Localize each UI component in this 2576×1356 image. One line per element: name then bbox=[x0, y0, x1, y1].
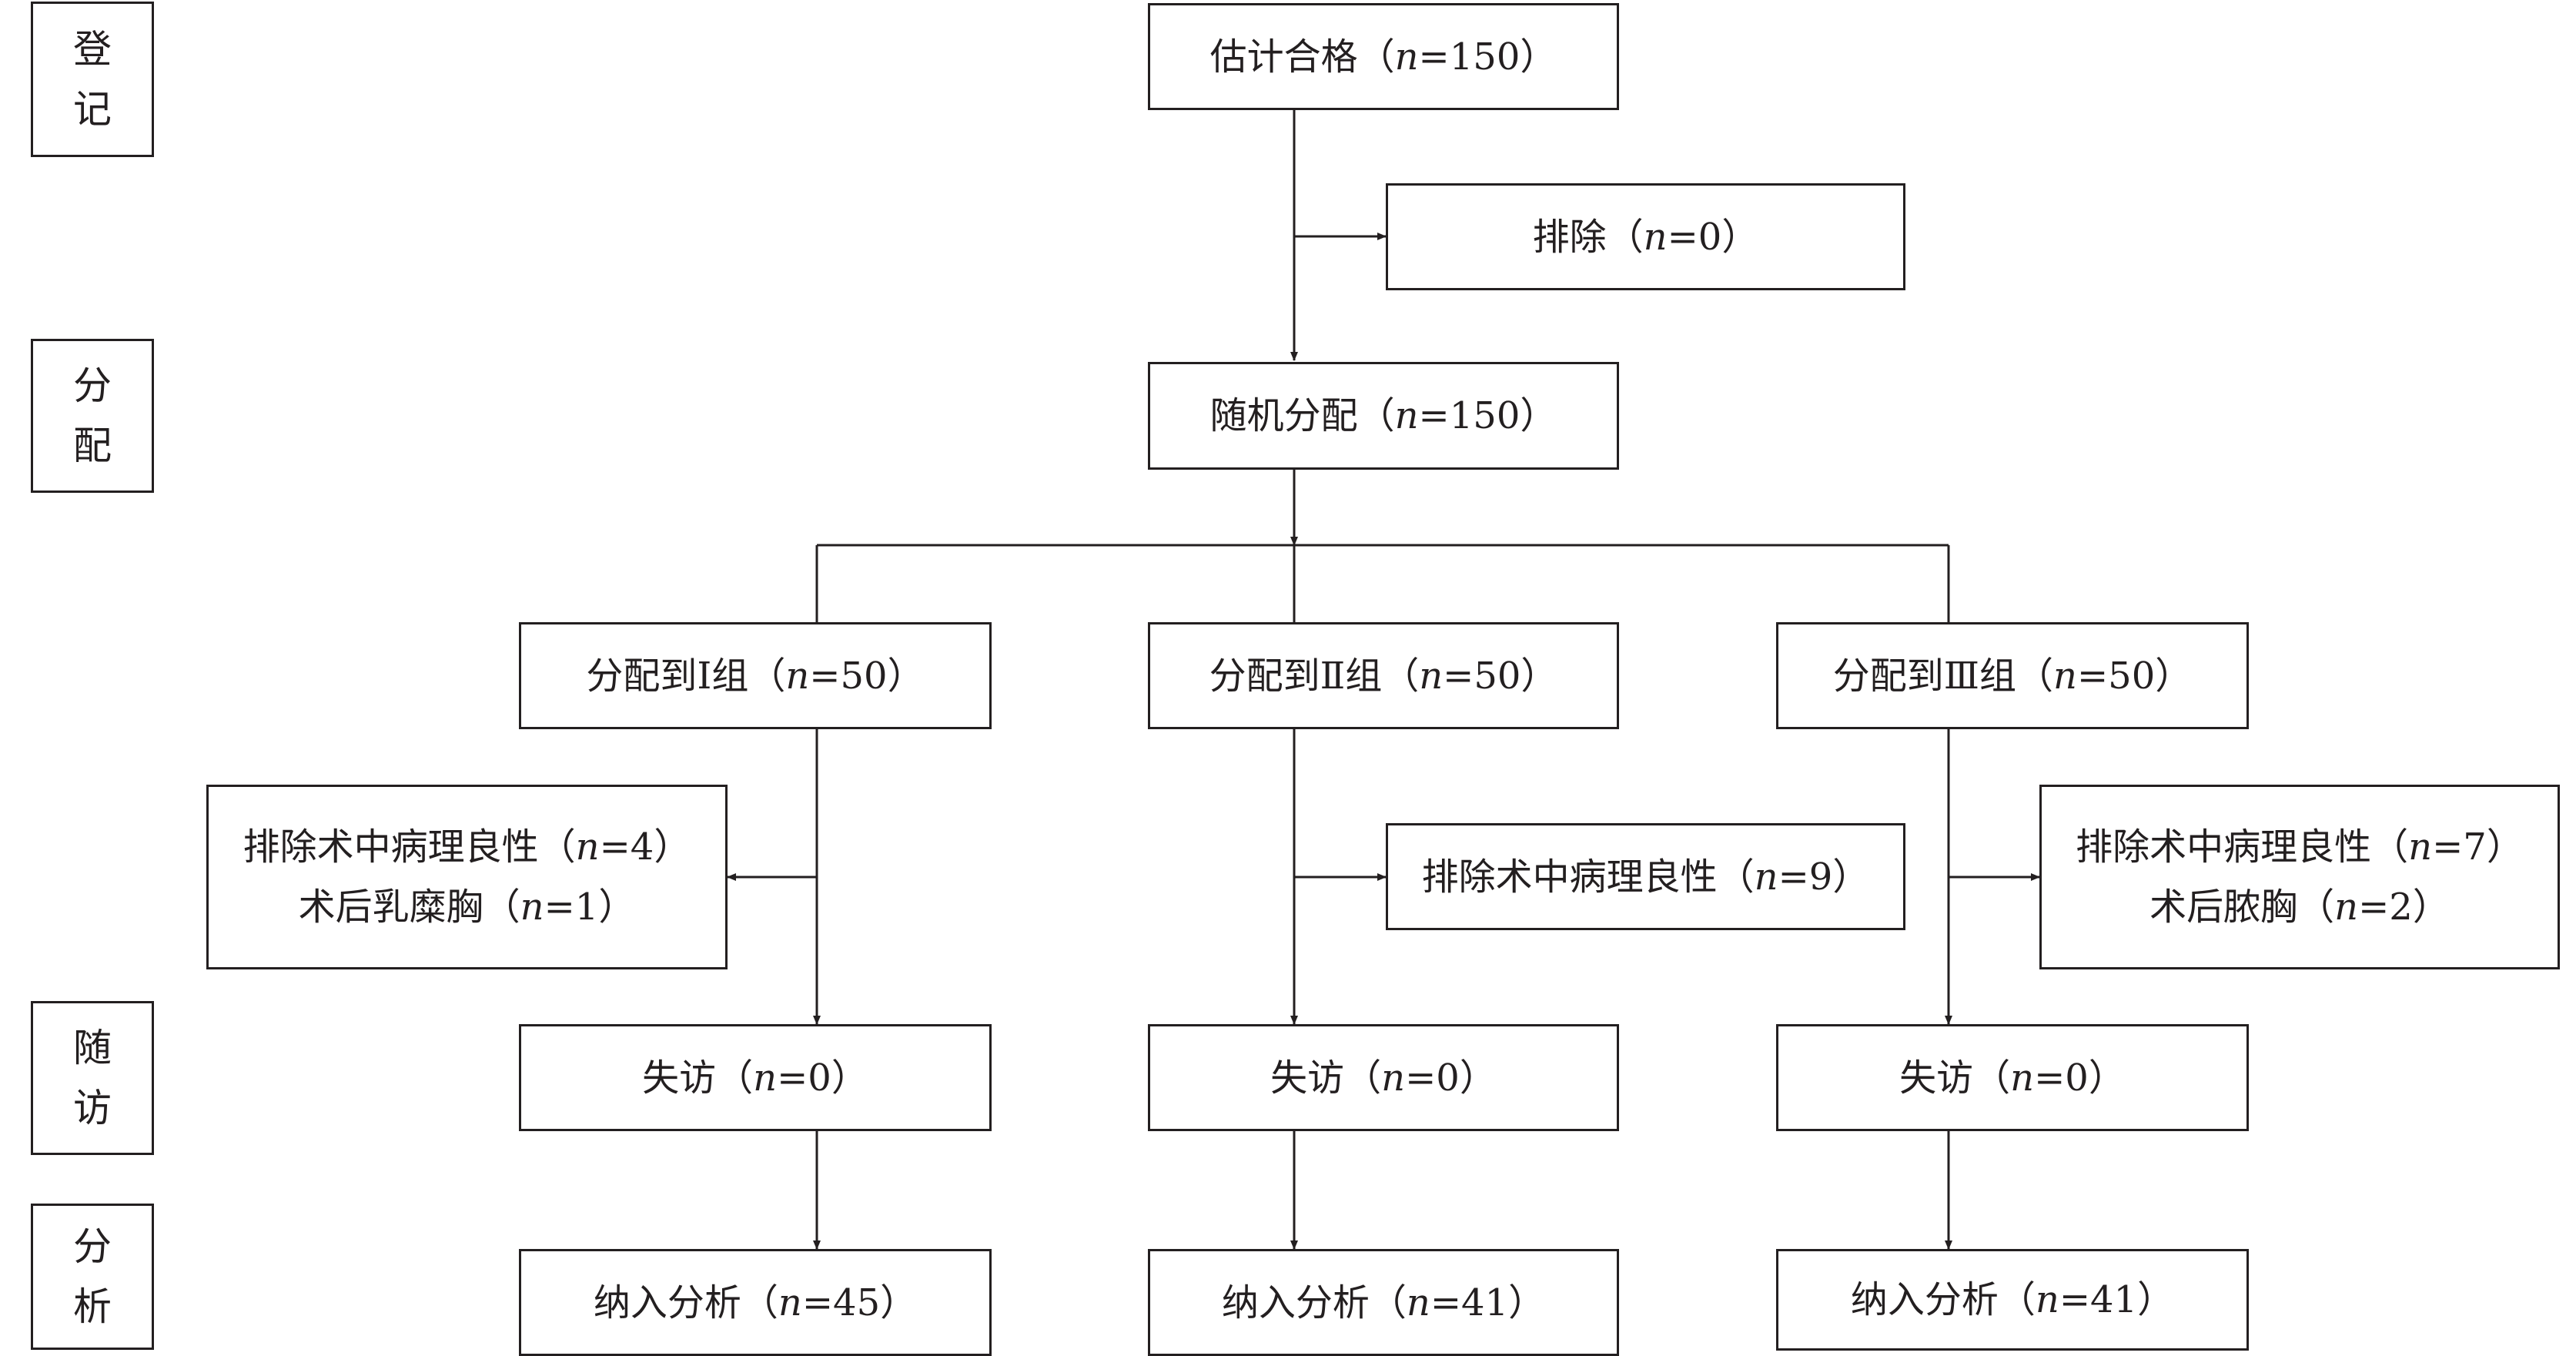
box-group1-analyzed-text: 纳入分析（n=45） bbox=[593, 1281, 918, 1324]
stage-analysis-char-2: 析 bbox=[73, 1284, 112, 1329]
box-group3-allocated: 分配到Ⅲ组（n=50） bbox=[1776, 622, 2249, 729]
stage-allocation-char-1: 分 bbox=[73, 363, 112, 408]
stage-followup-char-2: 访 bbox=[73, 1086, 112, 1130]
box-group2-excluded-line-1: 排除术中病理良性（n=9） bbox=[1421, 855, 1870, 899]
stage-allocation: 分 配 bbox=[31, 339, 154, 493]
box-group3-excluded-line-1: 排除术中病理良性（n=7） bbox=[2076, 825, 2524, 869]
stage-enrollment-char-1: 登 bbox=[73, 27, 112, 72]
stage-allocation-char-2: 配 bbox=[73, 424, 112, 468]
stage-analysis-char-1: 分 bbox=[73, 1224, 112, 1269]
box-group2-allocated: 分配到Ⅱ组（n=50） bbox=[1148, 622, 1619, 729]
box-group2-analyzed: 纳入分析（n=41） bbox=[1148, 1249, 1619, 1356]
box-group3-excluded-line-2: 术后脓胸（n=2） bbox=[2149, 886, 2450, 929]
box-group3-lost-text: 失访（n=0） bbox=[1899, 1056, 2126, 1100]
box-group1-allocated: 分配到Ⅰ组（n=50） bbox=[519, 622, 992, 729]
box-group3-allocated-text: 分配到Ⅲ组（n=50） bbox=[1832, 654, 2193, 698]
box-excluded: 排除（n=0） bbox=[1386, 183, 1905, 290]
stage-enrollment: 登 记 bbox=[31, 2, 154, 157]
box-eligible: 估计合格（n=150） bbox=[1148, 3, 1619, 110]
box-group3-excluded: 排除术中病理良性（n=7） 术后脓胸（n=2） bbox=[2039, 785, 2560, 969]
box-group1-excluded-line-2: 术后乳糜胸（n=1） bbox=[298, 886, 636, 929]
box-eligible-text: 估计合格（n=150） bbox=[1209, 35, 1557, 79]
box-group1-allocated-text: 分配到Ⅰ组（n=50） bbox=[586, 654, 925, 698]
box-group2-allocated-text: 分配到Ⅱ组（n=50） bbox=[1209, 654, 1558, 698]
box-randomized: 随机分配（n=150） bbox=[1148, 362, 1619, 470]
box-group1-lost: 失访（n=0） bbox=[519, 1024, 992, 1131]
box-group3-analyzed: 纳入分析（n=41） bbox=[1776, 1249, 2249, 1351]
box-group3-lost: 失访（n=0） bbox=[1776, 1024, 2249, 1131]
box-excluded-text: 排除（n=0） bbox=[1532, 215, 1759, 259]
stage-analysis: 分 析 bbox=[31, 1204, 154, 1350]
box-group2-excluded: 排除术中病理良性（n=9） bbox=[1386, 823, 1905, 930]
box-randomized-text: 随机分配（n=150） bbox=[1209, 394, 1557, 437]
box-group1-excluded-line-1: 排除术中病理良性（n=4） bbox=[243, 825, 691, 869]
stage-followup-char-1: 随 bbox=[73, 1026, 112, 1070]
box-group1-analyzed: 纳入分析（n=45） bbox=[519, 1249, 992, 1356]
box-group2-lost: 失访（n=0） bbox=[1148, 1024, 1619, 1131]
box-group2-lost-text: 失访（n=0） bbox=[1270, 1056, 1497, 1100]
box-group3-analyzed-text: 纳入分析（n=41） bbox=[1850, 1278, 2175, 1321]
box-group1-lost-text: 失访（n=0） bbox=[642, 1056, 868, 1100]
stage-followup: 随 访 bbox=[31, 1001, 154, 1155]
box-group1-excluded: 排除术中病理良性（n=4） 术后乳糜胸（n=1） bbox=[206, 785, 728, 969]
box-group2-analyzed-text: 纳入分析（n=41） bbox=[1221, 1281, 1546, 1324]
stage-enrollment-char-2: 记 bbox=[73, 87, 112, 132]
